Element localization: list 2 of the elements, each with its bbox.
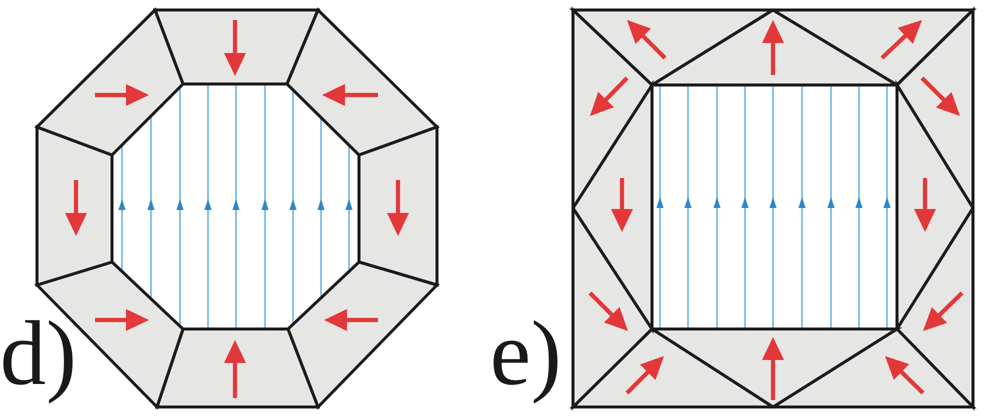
panel-label: e) — [489, 301, 562, 406]
panel-label: d) — [0, 301, 78, 406]
